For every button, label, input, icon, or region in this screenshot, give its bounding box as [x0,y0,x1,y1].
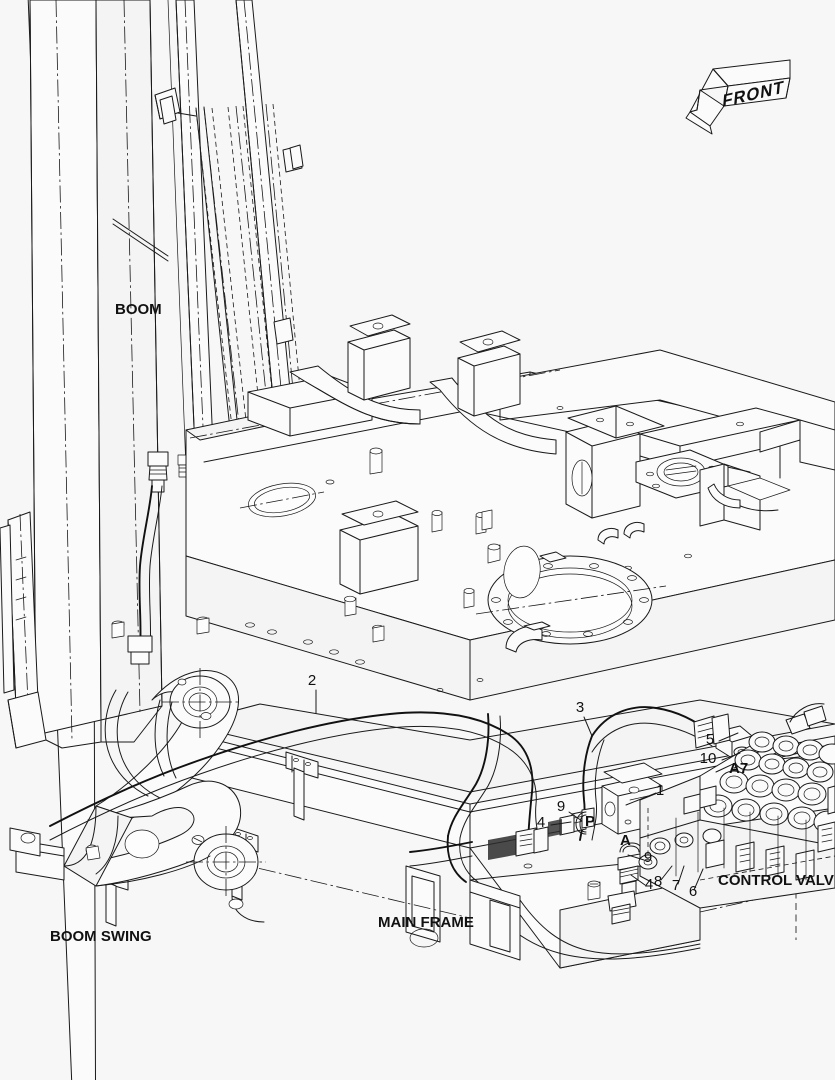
hose-clamp [273,317,294,345]
left-cylinder [0,511,47,749]
item-callout-3-2: 3 [576,699,584,716]
hose3-end-fitting [693,713,731,749]
item-callout-1-0: 1 [656,782,664,799]
item-callout-7-7: 7 [672,877,680,894]
mount-block [339,500,419,595]
item-callout-9-9: 9 [557,798,565,815]
assembly-label-control-valve: CONTROL VALVE [718,872,835,889]
lower-handle [505,621,551,653]
mount-block [457,330,521,417]
item-callout-2-1: 2 [308,672,316,689]
deck-port-ring [239,482,325,518]
leader-line-5-5 [718,732,739,742]
hose-left-loop [446,713,501,883]
front-arrow [685,59,791,135]
port-a7-label: A7 [729,760,748,777]
deck-handles [597,521,645,545]
item-callout-5-5: 5 [706,731,714,748]
deck-bosses [111,447,493,643]
deck-oval-cap [487,543,541,599]
assembly-label-group: BOOM BOOM SWING MAIN FRAME CONTROL VALVE [50,301,835,945]
valve-spools [703,731,835,834]
leader-line-6-6 [693,868,704,891]
hose-2 [49,711,541,853]
leader-line-7-7 [677,865,685,885]
leader-line-1-0 [625,792,657,806]
item-callout-4-4: 4 [645,876,653,893]
leader-line-8-8 [660,865,673,881]
port-a-label: A [620,832,631,849]
assembly-label-main-frame: MAIN FRAME [378,914,474,931]
valve-side-fittings [683,703,835,853]
assembly-label-boom-swing: BOOM SWING [50,928,152,945]
hose-small-loop [104,689,177,799]
item-callout-10-11: 10 [700,750,717,767]
hose-left-fitting [409,826,549,867]
boom-swing-bracket [9,668,266,910]
item-callout-9-10: 9 [644,849,652,866]
item-callout-4-3: 4 [537,814,545,831]
right-tower-bracket [565,405,835,531]
item-callout-8-8: 8 [654,873,662,890]
item-callout-6-6: 6 [689,883,697,900]
callout-leaders [315,689,741,891]
control-valve-assembly [638,703,835,909]
mount-block [347,314,411,401]
boom-assembly [27,0,215,1080]
fitting-group-bottom [607,842,643,925]
leader-line-9-9 [568,811,583,822]
leader-line-9-10 [627,854,645,861]
port-label-group: P A A7 [585,760,748,849]
port-p-label: P [585,813,595,830]
leader-line-3-2 [583,716,593,737]
leader-line-4-3 [550,821,572,826]
assembly-label-boom: BOOM [115,301,162,318]
leader-line-4-4 [630,874,646,886]
leader-line-10-11 [721,752,741,761]
